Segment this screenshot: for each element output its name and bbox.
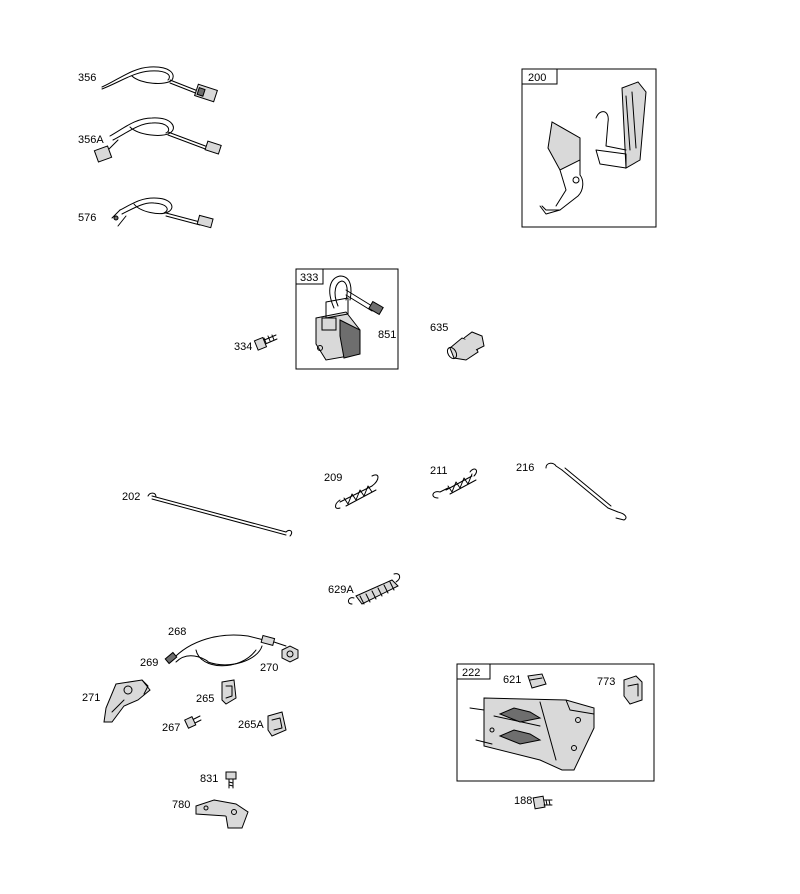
label-635: 635 [430,322,448,334]
label-270: 270 [260,662,278,674]
part-216-rod [545,462,627,521]
label-202: 202 [122,491,140,503]
part-576-wire [111,197,214,229]
part-268-cable [164,634,287,667]
label-621: 621 [503,674,521,686]
label-333: 333 [300,272,318,284]
part-356-wire [101,66,218,103]
label-780: 780 [172,799,190,811]
label-222: 222 [462,667,480,679]
part-267-screw [184,715,202,729]
label-268: 268 [168,626,186,638]
label-211: 211 [430,465,448,477]
label-188: 188 [514,795,532,807]
part-265-clip [221,679,237,705]
part-629a-spring [347,573,401,605]
part-334-bolt [253,334,278,351]
part-356a-wire [93,117,222,163]
part-271-lever [103,679,151,723]
part-635-boot [446,331,485,361]
label-831: 831 [200,773,218,785]
label-209: 209 [324,472,342,484]
part-333-box [295,268,399,370]
label-334: 334 [234,341,252,353]
label-200: 200 [528,72,546,84]
part-270-nut [281,645,299,663]
label-773: 773 [597,676,615,688]
label-216: 216 [516,462,534,474]
part-780-bracket [195,799,249,829]
label-576: 576 [78,212,96,224]
label-851: 851 [378,329,396,341]
part-211-spring [432,468,477,499]
label-265: 265 [196,693,214,705]
label-629a: 629A [328,584,354,596]
part-831-bolt [225,771,237,789]
label-356a: 356A [78,134,104,146]
label-269: 269 [140,657,158,669]
part-222-box [456,663,655,782]
label-265a: 265A [238,719,264,731]
label-356: 356 [78,72,96,84]
part-188-bolt [532,795,553,810]
part-200-box [521,68,657,228]
part-265a-clip [267,711,287,737]
label-267: 267 [162,722,180,734]
part-209-spring [335,474,379,509]
label-271: 271 [82,692,100,704]
part-202-rod [147,492,293,537]
